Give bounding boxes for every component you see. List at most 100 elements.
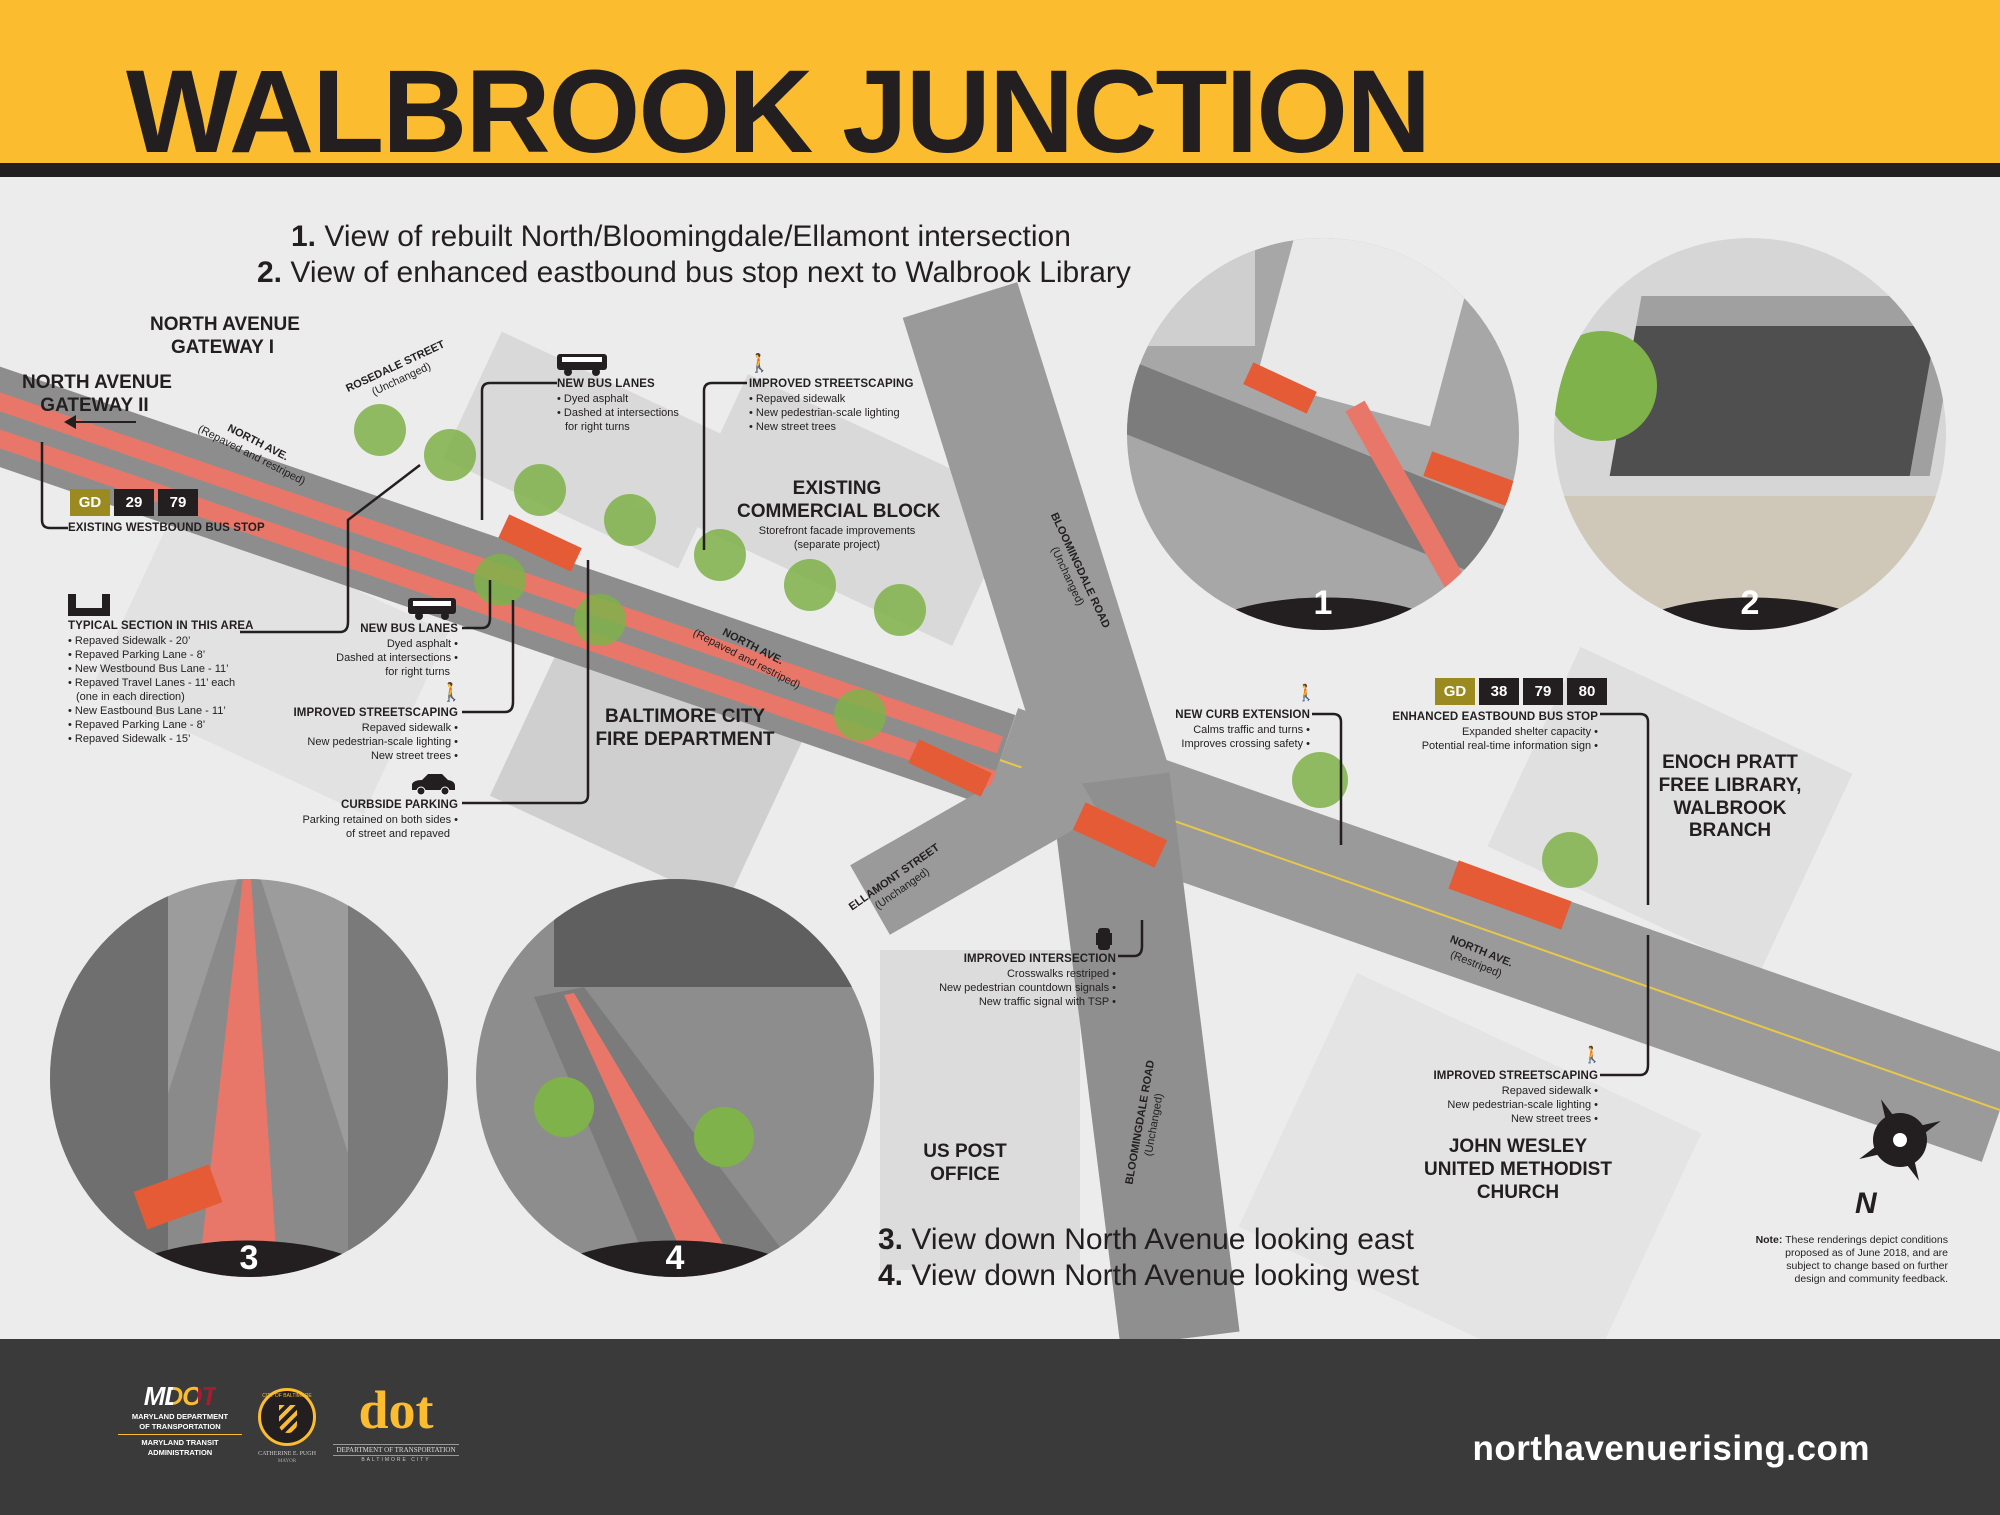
- label-line: GATEWAY I: [170, 336, 275, 358]
- caption-text: View of rebuilt North/Bloomingdale/Ellam…: [324, 220, 1071, 253]
- callout-item: Improves crossing safety •: [1181, 738, 1310, 750]
- callout-title: IMPROVED STREETSCAPING: [749, 378, 914, 390]
- view-number-1: 1: [1313, 584, 1333, 622]
- footer: [0, 1339, 2000, 1515]
- label-line: FREE LIBRARY,: [1658, 774, 1802, 796]
- view-circle-4[interactable]: [474, 877, 876, 1279]
- website-link[interactable]: northavenuerising.com: [1472, 1429, 1870, 1468]
- view-number-4: 4: [665, 1239, 685, 1277]
- callout-item: Crosswalks restriped •: [1006, 968, 1116, 980]
- label-line: NORTH AVENUE: [150, 314, 300, 335]
- callout-item: Potential real-time information sign •: [1421, 740, 1598, 752]
- callout-bus-lanes-top: NEW BUS LANES• Dyed asphalt• Dashed at i…: [557, 377, 679, 434]
- callout-item: for right turns: [385, 666, 450, 678]
- label-line: US POST: [923, 1141, 1007, 1162]
- bloomingdale-road: [850, 282, 1240, 1339]
- arrow-left-icon: [64, 415, 136, 429]
- callout-item: Repaved sidewalk •: [361, 722, 458, 734]
- street-trees: [354, 404, 1598, 888]
- callout-item: Dyed asphalt •: [386, 638, 458, 650]
- caption-view-3: 3. View down North Avenue looking east: [878, 1222, 1414, 1258]
- callout-item: Calms traffic and turns •: [1193, 724, 1310, 736]
- buses: [498, 514, 1572, 930]
- logo-text: BALTIMORE CITY: [361, 1457, 431, 1463]
- label-line: CHURCH: [1476, 1181, 1560, 1203]
- caption-text: View of enhanced eastbound bus stop next…: [290, 256, 1131, 289]
- route-badge: GD: [1435, 678, 1475, 705]
- caption-view-1: 1. View of rebuilt North/Bloomingdale/El…: [291, 219, 1071, 255]
- callout-item: Dashed at intersections •: [336, 652, 458, 664]
- callout-item: • Dyed asphalt: [557, 393, 629, 405]
- dot-logo-mark: dot: [358, 1380, 434, 1440]
- section-item: (one in each direction): [76, 691, 185, 703]
- compass-north-label: N: [1855, 1187, 1877, 1220]
- callout-item: • Repaved sidewalk: [749, 393, 846, 405]
- callout-eastbound-stop: ENHANCED EASTBOUND BUS STOP Expanded shel…: [1392, 710, 1598, 753]
- mayor-name: CATHERINE E. PUGH: [258, 1451, 316, 1457]
- logo-text: MARYLAND DEPARTMENT: [131, 1412, 229, 1421]
- car-icon: [412, 774, 455, 796]
- baltimore-dot-logo[interactable]: dot DEPARTMENT OF TRANSPORTATION BALTIMO…: [333, 1378, 459, 1464]
- route-badge: 80: [1567, 678, 1607, 705]
- compass-rose-icon: [1859, 1099, 1941, 1181]
- note-line: design and community feedback.: [1794, 1273, 1948, 1285]
- bus-icon: [408, 598, 456, 620]
- note-line: proposed as of June 2018, and are: [1785, 1247, 1948, 1259]
- baltimore-city-seal[interactable]: CITY OF BALTIMORE CATHERINE E. PUGH MAYO…: [256, 1388, 318, 1465]
- callout-item: New street trees •: [1510, 1113, 1598, 1125]
- bus-icon: [557, 354, 607, 376]
- pedestrian-icon: 🚶: [440, 682, 463, 702]
- callout-title: CURBSIDE PARKING: [340, 799, 458, 811]
- callout-improved-intersection: IMPROVED INTERSECTION Crosswalks restripe…: [939, 952, 1116, 1009]
- callout-title: NEW BUS LANES: [557, 378, 655, 390]
- page-title: WALBROOK JUNCTION: [126, 46, 1431, 178]
- street-section-icon: [68, 594, 110, 616]
- callout-title: IMPROVED STREETSCAPING: [293, 707, 458, 719]
- westbound-stop-label: EXISTING WESTBOUND BUS STOP: [68, 522, 265, 534]
- caption-number: 3.: [878, 1223, 904, 1256]
- note-line: subject to change based on further: [1786, 1260, 1948, 1272]
- callout-title: IMPROVED STREETSCAPING: [1433, 1070, 1598, 1082]
- label-sub: (separate project): [793, 538, 881, 551]
- seal-ring-text: CITY OF BALTIMORE: [262, 1393, 312, 1399]
- buildings: [91, 331, 1853, 1339]
- callout-item: of street and repaved: [346, 828, 450, 840]
- label-line: JOHN WESLEY: [1448, 1136, 1588, 1157]
- view-circle-1[interactable]: [1125, 236, 1525, 636]
- caption-number: 2.: [257, 256, 283, 289]
- section-item: • Repaved Sidewalk - 20’: [68, 635, 191, 647]
- route-badge: 38: [1479, 678, 1519, 705]
- callout-title: IMPROVED INTERSECTION: [963, 953, 1116, 965]
- callout-streetscaping-lower: IMPROVED STREETSCAPING Repaved sidewalk •…: [294, 706, 459, 763]
- mdot-logo[interactable]: MDOT MARYLAND DEPARTMENT OF TRANSPORTATI…: [118, 1380, 242, 1458]
- section-item: • Repaved Parking Lane - 8’: [68, 649, 206, 661]
- caption-view-4: 4. View down North Avenue looking west: [878, 1258, 1419, 1294]
- label-line: GATEWAY II: [40, 394, 149, 416]
- view-circle-2[interactable]: [1552, 236, 1952, 636]
- callout-item: Expanded shelter capacity •: [1462, 726, 1598, 738]
- label-line: WALBROOK: [1673, 797, 1787, 819]
- label-line: ENOCH PRATT: [1662, 752, 1798, 773]
- label-line: FIRE DEPARTMENT: [595, 728, 775, 750]
- route-badge: 79: [158, 489, 198, 516]
- callout-item: • New street trees: [749, 421, 837, 433]
- callout-title: ENHANCED EASTBOUND BUS STOP: [1392, 711, 1598, 723]
- callout-item: New pedestrian countdown signals •: [939, 982, 1116, 994]
- disclaimer-note: Note: These renderings depict conditions…: [1756, 1234, 1948, 1286]
- leader-lines: [40, 381, 1650, 1077]
- view-circle-3[interactable]: [48, 877, 450, 1279]
- mayor-title: MAYOR: [277, 1459, 297, 1464]
- view-number-3: 3: [239, 1239, 259, 1277]
- section-item: • Repaved Sidewalk - 15’: [68, 733, 191, 745]
- callout-title: NEW BUS LANES: [360, 623, 458, 635]
- section-item: • Repaved Parking Lane - 8’: [68, 719, 206, 731]
- caption-number: 1.: [291, 220, 317, 253]
- label-line: UNITED METHODIST: [1424, 1158, 1612, 1180]
